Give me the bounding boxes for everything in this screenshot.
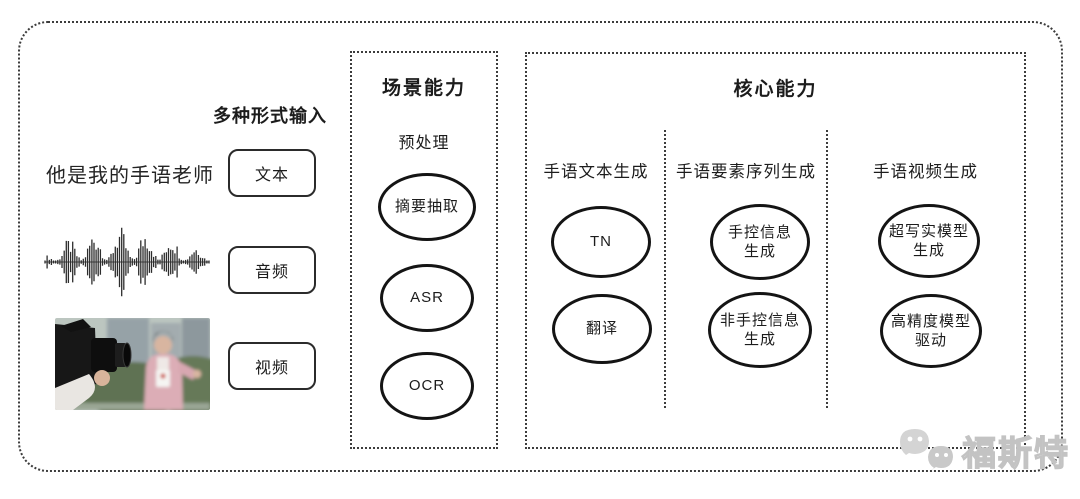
column-divider: [826, 130, 828, 408]
camera-hand: [94, 370, 110, 386]
node-manual-info-generation: 手控信息 生成: [710, 204, 810, 280]
header-sign-element-sequence-generation: 手语要素序列生成: [676, 163, 816, 181]
header-sign-video-generation: 手语视频生成: [873, 163, 978, 181]
node-high-precision-model-driving: 高精度模型 驱动: [880, 294, 982, 368]
input-box-audio: 音频: [228, 246, 316, 294]
core-panel-title: 核心能力: [733, 79, 818, 100]
header-sign-text-generation: 手语文本生成: [543, 163, 649, 181]
core-capability-panel: 核心能力 手语文本生成 手语要素序列生成 手语视频生成 TN 翻译 手控信息 生…: [525, 52, 1026, 449]
column-divider: [664, 130, 666, 408]
example-sentence: 他是我的手语老师: [46, 165, 214, 187]
preprocess-label: 预处理: [398, 135, 450, 152]
camera-lens: [91, 338, 117, 372]
scene-panel-title: 场景能力: [381, 78, 466, 99]
node-hyperrealistic-model-generation: 超写实模型 生成: [878, 204, 980, 278]
node-summary-extraction: 摘要抽取: [378, 173, 476, 241]
input-box-text: 文本: [228, 149, 316, 197]
watermark-text: 福斯特: [961, 434, 1070, 473]
scene-capability-panel: 场景能力 预处理 摘要抽取 ASR OCR: [350, 51, 498, 449]
reporter-head: [154, 336, 172, 354]
wechat-bubbles-icon: [900, 429, 953, 471]
reporter-arm: [178, 362, 197, 380]
node-tn: TN: [551, 206, 651, 278]
video-thumbnail-image: [55, 318, 210, 410]
node-translation: 翻译: [552, 294, 652, 364]
node-asr: ASR: [380, 264, 474, 332]
audio-waveform: [44, 227, 210, 297]
node-ocr: OCR: [380, 352, 474, 420]
node-non-manual-info-generation: 非手控信息 生成: [708, 292, 812, 368]
cameraman-shoulder: [55, 374, 95, 410]
outer-dotted-frame: [18, 21, 1063, 472]
multi-input-label: 多种形式输入: [213, 106, 327, 126]
input-box-video: 视频: [228, 342, 316, 390]
camera-body: [55, 324, 97, 390]
